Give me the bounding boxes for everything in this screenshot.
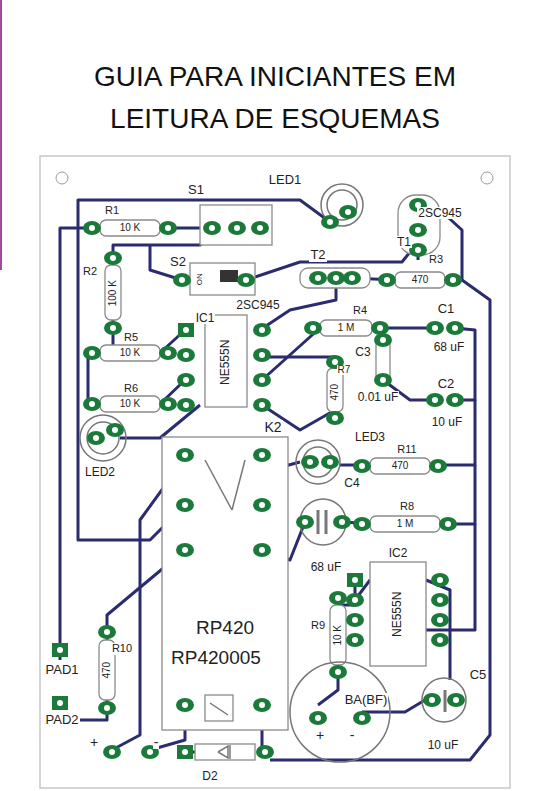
part-value: 100 K — [108, 279, 119, 307]
polarity-mark: + — [315, 728, 325, 743]
part-name: BA(BF) — [344, 693, 389, 707]
part-name: C2 — [437, 377, 456, 391]
part-value: 470 — [411, 275, 430, 286]
part-value: 470 — [391, 461, 410, 472]
relay-name: RP420 — [195, 618, 255, 638]
part-value: 10 uF — [427, 739, 460, 752]
part-name: R2 — [82, 266, 98, 278]
part-name: T2 — [309, 248, 326, 262]
part-name: C3 — [354, 346, 371, 359]
part-value: 68 uF — [433, 341, 466, 354]
part-name: R11 — [396, 444, 417, 456]
polarity-mark: + — [89, 735, 99, 750]
polarity-mark: - — [153, 735, 160, 750]
part-name: C5 — [469, 668, 488, 682]
ic-name: NE555N — [392, 590, 405, 637]
part-value: 470 — [330, 383, 341, 402]
part-name: R4 — [352, 305, 368, 317]
part-name: R10 — [111, 643, 133, 655]
relay-code: RP420005 — [170, 648, 262, 668]
part-value: 10 K — [119, 399, 142, 410]
pad-name: PAD2 — [45, 713, 80, 727]
part-value: 10 uF — [431, 416, 464, 429]
part-name: S1 — [187, 183, 205, 197]
part-name: S2 — [169, 255, 187, 269]
part-value: 2SC945 — [417, 207, 462, 220]
part-name: K2 — [263, 420, 282, 435]
part-name: IC1 — [195, 312, 216, 325]
part-name: R3 — [428, 254, 444, 266]
part-value: 470 — [102, 661, 113, 680]
pad-name: PAD1 — [45, 663, 80, 677]
part-value: 10 K — [119, 348, 142, 359]
part-name: R5 — [123, 332, 139, 344]
part-value: 68 uF — [310, 561, 343, 574]
part-name: LED3 — [354, 431, 386, 444]
part-name: R8 — [399, 501, 415, 513]
page-title: GUIA PARA INICIANTES EM LEITURA DE ESQUE… — [55, 56, 495, 140]
part-value: 1 M — [337, 323, 356, 334]
part-value: 0.01 uF — [357, 391, 400, 404]
part-value: 1 M — [396, 519, 415, 530]
part-name: IC2 — [388, 547, 409, 560]
part-name: R1 — [104, 205, 120, 217]
part-name: T1 — [396, 236, 412, 249]
polarity-mark: - — [349, 728, 356, 743]
part-name: R7 — [337, 365, 352, 376]
part-value: 10 K — [333, 624, 344, 647]
switch-mark: ON — [196, 272, 204, 286]
part-name: R9 — [310, 620, 326, 632]
part-name: R6 — [123, 383, 139, 395]
part-value: 10 K — [119, 223, 142, 234]
part-name: C4 — [343, 477, 360, 490]
part-name: LED2 — [84, 466, 116, 479]
ic-name: NE555N — [220, 338, 233, 385]
part-value: 2SC945 — [235, 299, 280, 312]
part-name: C1 — [437, 302, 456, 316]
part-name: D2 — [201, 770, 218, 783]
part-name: LED1 — [268, 173, 303, 187]
